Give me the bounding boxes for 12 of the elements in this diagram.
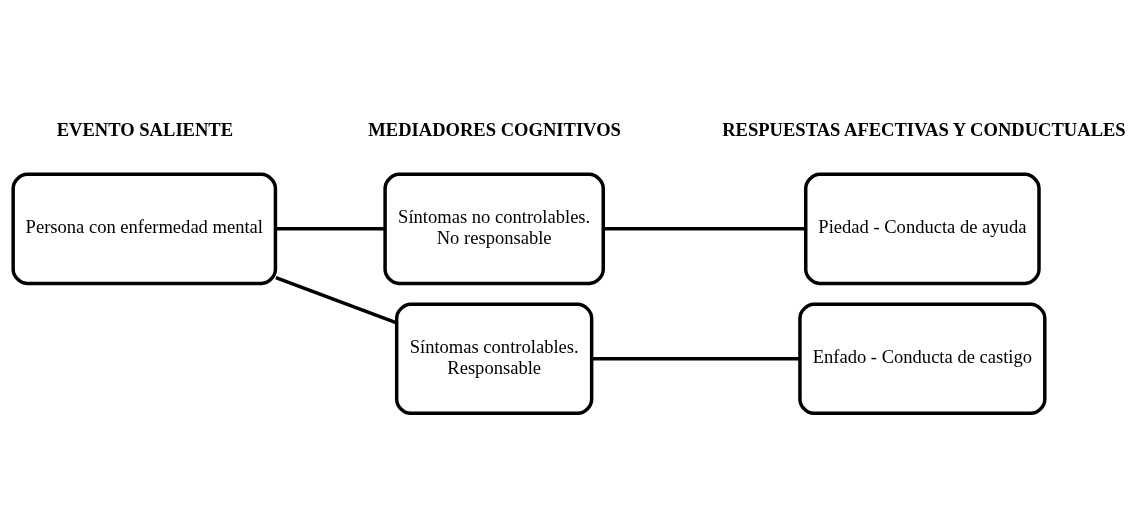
- node-box: Piedad - Conducta de ayuda: [804, 172, 1041, 285]
- node-box: Síntomas controlables. Responsable: [394, 302, 594, 415]
- label: RESPUESTAS AFECTIVAS Y CONDUCTUALES: [722, 118, 1126, 140]
- connector: [591, 356, 800, 361]
- node-box: Síntomas no controlables. No responsable: [383, 172, 605, 285]
- connector: [275, 226, 385, 231]
- node-box: Persona con enfermedad mental: [11, 172, 278, 285]
- connector: [603, 226, 806, 231]
- label: MEDIADORES COGNITIVOS: [368, 118, 621, 140]
- connector: [275, 275, 398, 324]
- label: EVENTO SALIENTE: [56, 118, 234, 140]
- node-box: Enfado - Conducta de castigo: [798, 302, 1047, 415]
